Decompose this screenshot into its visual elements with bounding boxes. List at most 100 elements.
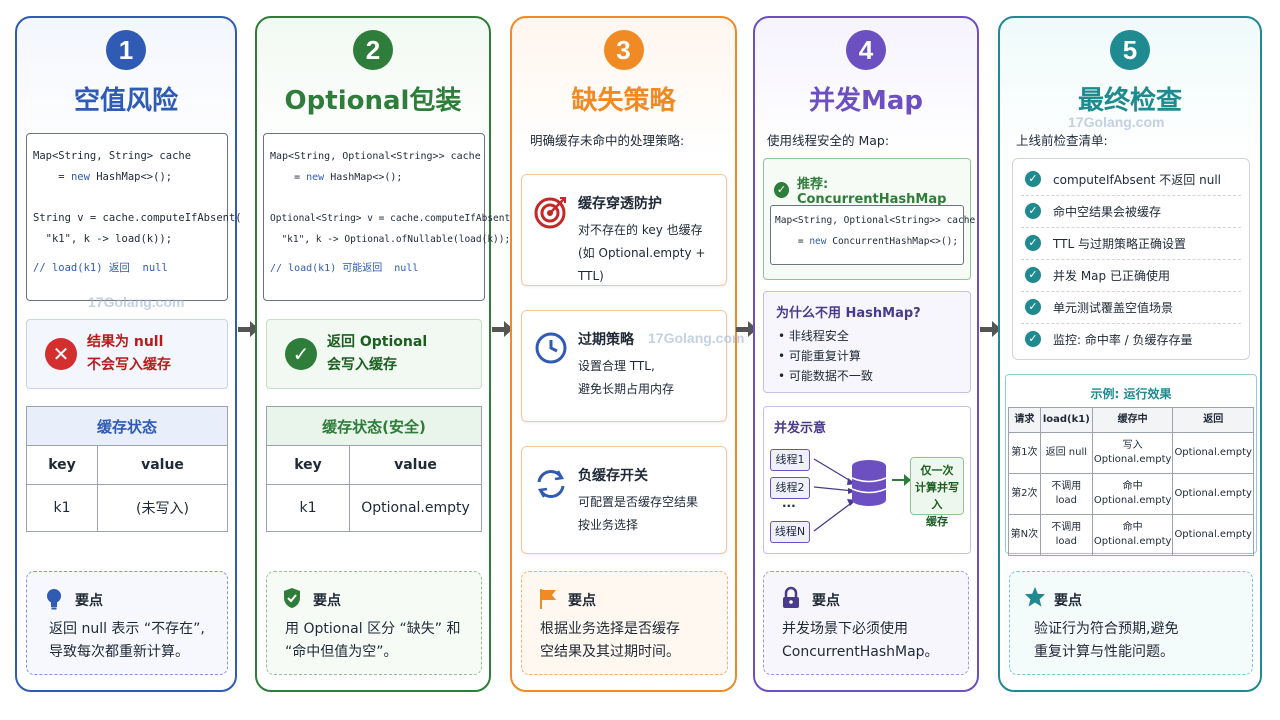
table-header: key — [25, 445, 99, 485]
panel-intro: 使用线程安全的 Map: — [767, 133, 890, 148]
key-point-heading: 要点 — [75, 593, 103, 609]
flag-icon — [540, 589, 556, 609]
code-line: Map<String, String> cache — [33, 150, 192, 162]
clock-icon — [535, 332, 567, 364]
card-heading: 负缓存开关 — [578, 468, 648, 484]
panel-miss-strategy: 3 缺失策略 明确缓存未命中的处理策略: 缓存穿透防护 对不存在的 key 也缓… — [510, 16, 737, 692]
lock-icon — [783, 586, 799, 608]
table-header: 返回 — [1172, 407, 1254, 433]
why-not-hashmap-box: 为什么不用 HashMap? • 非线程安全 • 可能重复计算 • 可能数据不一… — [763, 291, 971, 393]
status-line: 会写入缓存 — [327, 357, 397, 373]
watermark: 17Golang.com — [88, 294, 185, 310]
table-cell: k1 — [25, 484, 99, 532]
checklist-item: ✓TTL 与过期策略正确设置 — [1021, 227, 1241, 260]
key-point-heading: 要点 — [812, 593, 840, 609]
checklist-item: ✓监控: 命中率 / 负缓存存量 — [1021, 323, 1241, 355]
card-heading: 过期策略 — [578, 332, 634, 348]
example-title: 示例: 运行效果 — [1090, 387, 1172, 401]
check-icon: ✓ — [1025, 171, 1041, 187]
table-header: key — [266, 445, 350, 485]
step-number-badge: 3 — [603, 30, 644, 70]
example-run-box: 示例: 运行效果 请求 load(k1) 缓存中 返回 第1次 返回 null … — [1005, 374, 1257, 556]
panel-concurrent-map: 4 并发Map 使用线程安全的 Map: ✓推荐: ConcurrentHash… — [753, 16, 979, 692]
code-line: Optional<String> v = cache.computeIfAbse… — [270, 213, 516, 224]
panel-intro: 上线前检查清单: — [1016, 133, 1108, 148]
result-arrow-head — [904, 474, 911, 486]
checklist-item: ✓computeIfAbsent 不返回 null — [1021, 163, 1241, 196]
status-line: 不会写入缓存 — [87, 357, 171, 373]
panel-title: 缺失策略 — [571, 86, 676, 116]
card-text: 可配置是否缓存空结果按业务选择 — [578, 495, 699, 532]
checklist: ✓computeIfAbsent 不返回 null ✓命中空结果会被缓存 ✓TT… — [1012, 158, 1250, 360]
key-point-text: 用 Optional 区分 “缺失” 和“命中但值为空”。 — [285, 621, 461, 660]
code-line: String v = cache.computeIfAbsent( — [33, 212, 242, 224]
target-icon — [534, 197, 566, 229]
code-line: = new HashMap<>(); — [270, 172, 403, 183]
panel-optional-wrap: 2 Optional包装 Map<String, Optional<String… — [255, 16, 516, 692]
table-cell: k1 — [266, 484, 350, 532]
panel-title: 最终检查 — [1077, 86, 1182, 116]
ellipsis: ··· — [782, 499, 796, 513]
demo-heading: 并发示意 — [774, 421, 827, 436]
watermark: 17Golang.com — [1068, 114, 1165, 130]
star-icon — [1024, 586, 1046, 607]
code-snippet: Map<String, String> cache = new HashMap<… — [26, 133, 242, 301]
shield-icon — [284, 588, 300, 608]
check-icon: ✓ — [1025, 267, 1041, 283]
panel-title: Optional包装 — [284, 86, 462, 116]
code-line: "k1", k -> load(k)); — [33, 233, 173, 245]
lightbulb-icon — [47, 589, 61, 610]
key-point-text: 根据业务选择是否缓存空结果及其过期时间。 — [540, 621, 680, 660]
close-icon: ✕ — [45, 338, 77, 370]
panel-title: 空值风险 — [73, 86, 178, 116]
key-point-box: 要点 验证行为符合预期,避免重复计算与性能问题。 — [1009, 571, 1253, 675]
table-cell: Optional.empty — [349, 484, 482, 532]
panel-title: 并发Map — [808, 86, 924, 116]
check-icon: ✓ — [1025, 331, 1041, 347]
concurrency-demo: 并发示意 线程1 线程2 ··· 线程N 仅一次计算并写入缓存 — [763, 406, 971, 554]
watermark: 17Golang.com — [648, 330, 745, 346]
key-point-box: 要点 根据业务选择是否缓存空结果及其过期时间。 — [521, 571, 728, 675]
recommend-box: ✓推荐: ConcurrentHashMap Map<String, Optio… — [763, 158, 975, 280]
result-arrow — [892, 479, 906, 481]
check-icon: ✓ — [285, 338, 317, 370]
table-cell: (未写入) — [97, 484, 228, 532]
panel-intro: 明确缓存未命中的处理策略: — [530, 133, 685, 148]
card-heading: 缓存穿透防护 — [578, 196, 662, 212]
key-point-box: 要点 用 Optional 区分 “缺失” 和“命中但值为空”。 — [266, 571, 482, 675]
card-text: 对不存在的 key 也缓存(如 Optional.empty + TTL) — [578, 223, 706, 283]
key-point-heading: 要点 — [1054, 593, 1082, 609]
key-point-text: 返回 null 表示 “不存在”,导致每次都重新计算。 — [49, 621, 205, 660]
card-text: 设置合理 TTL,避免长期占用内存 — [578, 359, 675, 396]
database-icon — [851, 460, 887, 506]
key-point-box: 要点 返回 null 表示 “不存在”,导致每次都重新计算。 — [26, 571, 228, 675]
code-snippet: Map<String, Optional<String>> cache = ne… — [263, 133, 516, 301]
table-header: 请求 — [1008, 407, 1041, 433]
check-icon: ✓ — [1025, 203, 1041, 219]
result-box: 仅一次计算并写入缓存 — [910, 457, 964, 528]
table-header: load(k1) — [1039, 407, 1093, 433]
panel-null-risk: 1 空值风险 Map<String, String> cache = new H… — [15, 16, 242, 692]
code-snippet: Map<String, Optional<String>> cache = ne… — [770, 205, 975, 265]
key-point-text: 验证行为符合预期,避免重复计算与性能问题。 — [1034, 621, 1179, 660]
step-number-badge: 2 — [353, 30, 393, 70]
code-comment: // load(k1) 返回 null — [33, 262, 168, 274]
check-icon: ✓ — [774, 182, 789, 198]
thread-box: 线程N — [770, 521, 810, 543]
list-item: • 可能数据不一致 — [778, 369, 873, 383]
key-point-heading: 要点 — [568, 593, 596, 609]
list-item: • 非线程安全 — [778, 329, 849, 343]
step-number-badge: 4 — [846, 30, 886, 70]
table-header: 缓存中 — [1091, 407, 1174, 433]
panel-final-check: 5 最终检查 上线前检查清单: ✓computeIfAbsent 不返回 nul… — [998, 16, 1262, 692]
key-point-heading: 要点 — [313, 593, 341, 609]
code-line: Map<String, Optional<String>> cache — [270, 151, 481, 162]
recommend-label: ✓推荐: ConcurrentHashMap — [774, 173, 970, 207]
